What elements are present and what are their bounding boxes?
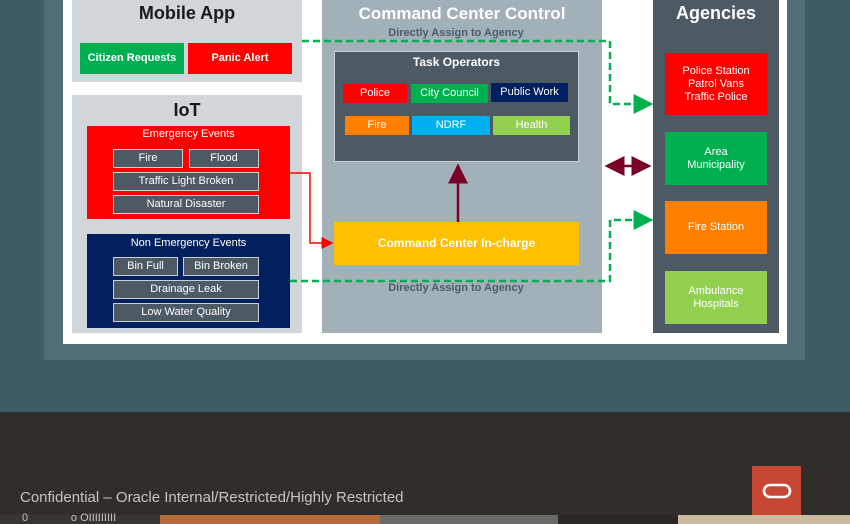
footer-image-strip-2 — [160, 515, 380, 524]
agencies-title: Agencies — [675, 3, 757, 23]
bin-broken-box: Bin Broken — [183, 257, 259, 276]
natural-disaster-box: Natural Disaster — [113, 195, 259, 214]
footer-strip-text: 0 o OIIIIIIIII — [22, 512, 117, 524]
command-center-in-charge-box: Command Center In-charge — [334, 222, 579, 265]
iot-title: IoT — [173, 100, 201, 120]
emergency-to-in-charge-arrow — [290, 172, 334, 249]
area-municipality-box: Area Municipality — [665, 132, 767, 185]
oracle-logo-button[interactable] — [752, 466, 801, 515]
task-operators-box: Task Operators — [334, 51, 579, 162]
citizen-requests-box: Citizen Requests — [80, 43, 184, 74]
footer-image-strip-1 — [0, 515, 160, 524]
operator-public-work-box: Public Work — [491, 83, 568, 102]
operator-fire-box: Fire — [345, 116, 409, 135]
iot-flood-box: Flood — [189, 149, 259, 168]
footer-image-strip-4 — [558, 515, 678, 524]
mobile-app-title: Mobile App — [138, 3, 236, 23]
mobile-to-police-station-dashed-arrow — [302, 39, 654, 114]
police-station-box: Police Station Patrol Vans Traffic Polic… — [665, 53, 767, 115]
task-operators-title: Task Operators — [412, 55, 501, 69]
operator-police-box: Police — [343, 84, 407, 103]
ambulance-hospitals-box: Ambulance Hospitals — [665, 271, 767, 324]
low-water-quality-box: Low Water Quality — [113, 303, 259, 322]
oracle-o-icon — [762, 483, 791, 498]
emergency-events-title: Emergency Events — [142, 128, 235, 140]
panic-alert-box: Panic Alert — [188, 43, 292, 74]
connector-arrows — [290, 39, 654, 283]
footer-image-strip-5 — [678, 515, 850, 524]
operator-ndrf-box: NDRF — [412, 116, 490, 135]
assign-to-agency-bottom: Directly Assign to Agency — [388, 282, 524, 294]
footer-image-strip-3 — [380, 515, 558, 524]
non-emergency-events-title: Non Emergency Events — [130, 237, 247, 249]
iot-fire-box: Fire — [113, 149, 183, 168]
traffic-light-box: Traffic Light Broken — [113, 172, 259, 191]
confidentiality-notice: Confidential – Oracle Internal/Restricte… — [20, 489, 404, 506]
fire-station-box: Fire Station — [665, 201, 767, 254]
command-center-title: Command Center Control — [358, 4, 566, 23]
footer-area — [0, 412, 850, 524]
drainage-leak-box: Drainage Leak — [113, 280, 259, 299]
operator-city-council-box: City Council — [411, 84, 488, 103]
bin-full-box: Bin Full — [113, 257, 178, 276]
operator-health-box: Health — [493, 116, 570, 135]
iot-to-fire-station-dashed-arrow — [290, 210, 654, 283]
assign-to-agency-top: Directly Assign to Agency — [388, 27, 524, 39]
